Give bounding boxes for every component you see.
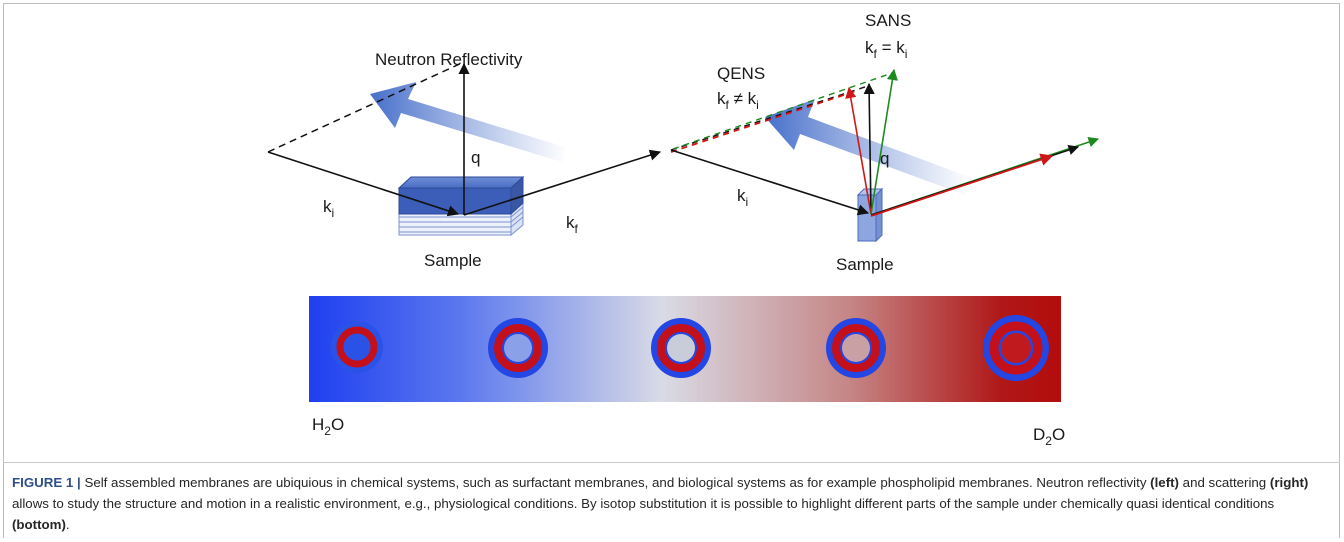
caption-divider: [3, 462, 1340, 463]
caption-bold-right: (right): [1269, 475, 1309, 490]
reflectivity-sample-label: Sample: [424, 251, 482, 270]
figure-illustration: Neutron Reflectivity q k: [267, 11, 1099, 448]
reflectivity-kf-vector: [463, 149, 662, 216]
reflectivity-ki-label: ki: [323, 197, 334, 220]
reflectivity-diagram: Neutron Reflectivity q k: [267, 50, 662, 270]
caption-text-3: allows to study the structure and motion…: [12, 496, 1275, 511]
caption-bold-bottom: (bottom): [12, 517, 66, 532]
scattering-sample-label: Sample: [836, 255, 894, 274]
vesicle-2: [488, 318, 548, 378]
vesicle-4: [826, 318, 886, 378]
sans-equation: kf = ki: [865, 38, 907, 61]
scattering-q-vector: [863, 82, 875, 215]
caption-text-2: and scattering: [1178, 475, 1270, 490]
h2o-label: H2O: [312, 415, 344, 438]
reflectivity-sample: [397, 175, 525, 237]
reflectivity-q-label: q: [471, 148, 480, 167]
reflectivity-title: Neutron Reflectivity: [375, 50, 523, 69]
scattered-red-vector: [870, 153, 1054, 217]
qens-equation: kf ≠ ki: [717, 89, 759, 112]
qens-title: QENS: [717, 64, 765, 83]
qens-dashed-black: [670, 85, 869, 151]
figure-frame: [3, 3, 1340, 538]
d2o-label: D2O: [1033, 425, 1065, 448]
reflectivity-dashed-line: [267, 61, 465, 153]
vesicle-5: [983, 315, 1049, 381]
sans-title: SANS: [865, 11, 911, 30]
qens-q-red-vector: [845, 86, 872, 215]
caption-text-1: Self assembled membranes are ubiquious i…: [80, 475, 1151, 490]
caption-bold-left: (left): [1150, 475, 1179, 490]
scattering-ki-label: ki: [737, 186, 748, 209]
vesicle-1: [331, 321, 383, 373]
scattering-diagram: SANS kf = ki QENS kf ≠ ki q ki Sample: [670, 11, 1099, 274]
scattering-ki-vector: [670, 149, 870, 216]
vesicle-3: [651, 318, 711, 378]
scattering-q-arrow: [765, 99, 972, 195]
contrast-bar: H2O D2O: [309, 296, 1065, 448]
sans-q-green-vector: [870, 68, 898, 215]
reflectivity-ki-vector: [267, 151, 460, 217]
scattering-q-label: q: [880, 149, 889, 168]
reflectivity-kf-label: kf: [566, 213, 579, 236]
caption-text-4: .: [65, 517, 70, 532]
figure-caption: FIGURE 1 | Self assembled membranes are …: [12, 472, 1330, 535]
figure-number: FIGURE 1 |: [12, 475, 81, 490]
reflectivity-q-arrow: [370, 82, 568, 162]
